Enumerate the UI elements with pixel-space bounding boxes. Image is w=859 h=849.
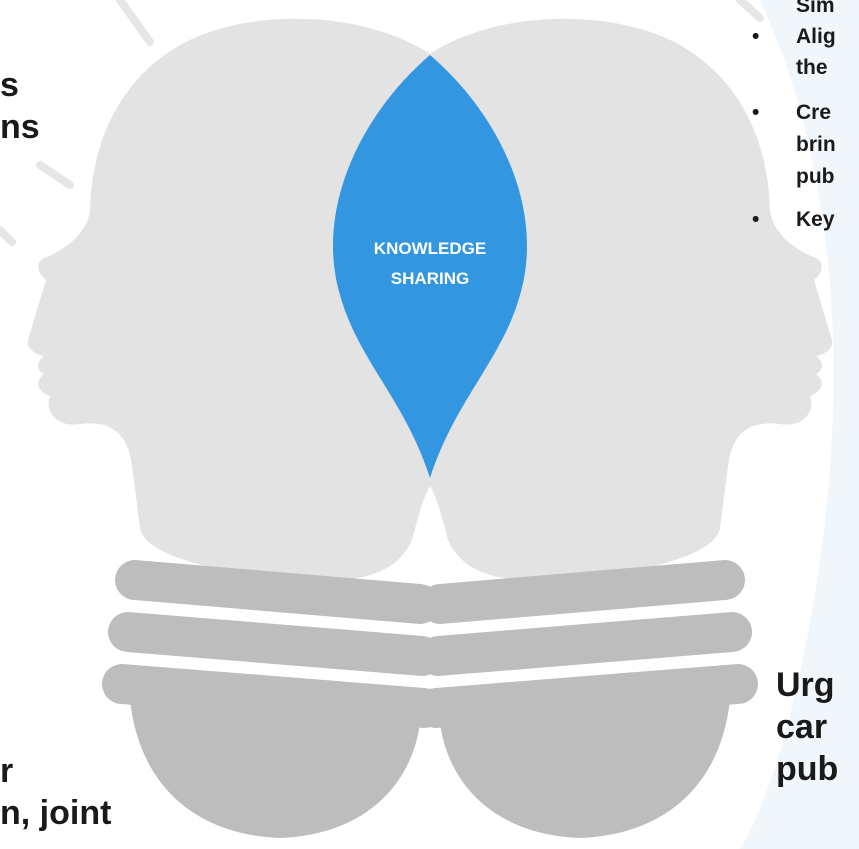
- right-bullet-text: Alig: [796, 21, 836, 52]
- ray: [0, 230, 12, 242]
- right-text-bottom-line: pub: [776, 748, 838, 790]
- ray: [120, 0, 150, 42]
- right-bullet-text: Sim: [796, 0, 835, 21]
- left-bulb-base: [122, 580, 424, 838]
- left-text-top-line: s: [0, 64, 19, 106]
- right-bullet-text: Cre: [796, 97, 831, 128]
- right-bullet-text: the: [796, 52, 828, 83]
- left-base-ridge: [135, 580, 420, 604]
- left-text-top-line: ns: [0, 106, 40, 148]
- right-bullet-text: Key: [796, 204, 835, 235]
- right-base-ridge: [436, 684, 738, 708]
- bullet-marker: •: [752, 204, 759, 235]
- right-bulb-base: [436, 580, 738, 838]
- center-label-line: SHARING: [350, 264, 510, 294]
- left-base-ridge: [128, 632, 422, 656]
- right-bullet-text: pub: [796, 161, 834, 192]
- bullet-marker: •: [752, 21, 759, 52]
- right-base-ridge: [440, 580, 725, 604]
- right-base-ridge: [438, 632, 732, 656]
- left-text-bottom-line: n, joint: [0, 792, 111, 834]
- right-text-bottom-line: Urg: [776, 664, 835, 706]
- right-text-bottom-line: car: [776, 706, 827, 748]
- left-base-ridge: [122, 684, 424, 708]
- knowledge-sharing-label: KNOWLEDGE SHARING: [350, 234, 510, 294]
- ray: [740, 0, 760, 18]
- bullet-marker: •: [752, 97, 759, 128]
- ray: [40, 165, 70, 185]
- right-bullet-text: brin: [796, 129, 836, 160]
- center-label-line: KNOWLEDGE: [350, 234, 510, 264]
- left-text-bottom-line: r: [0, 750, 13, 792]
